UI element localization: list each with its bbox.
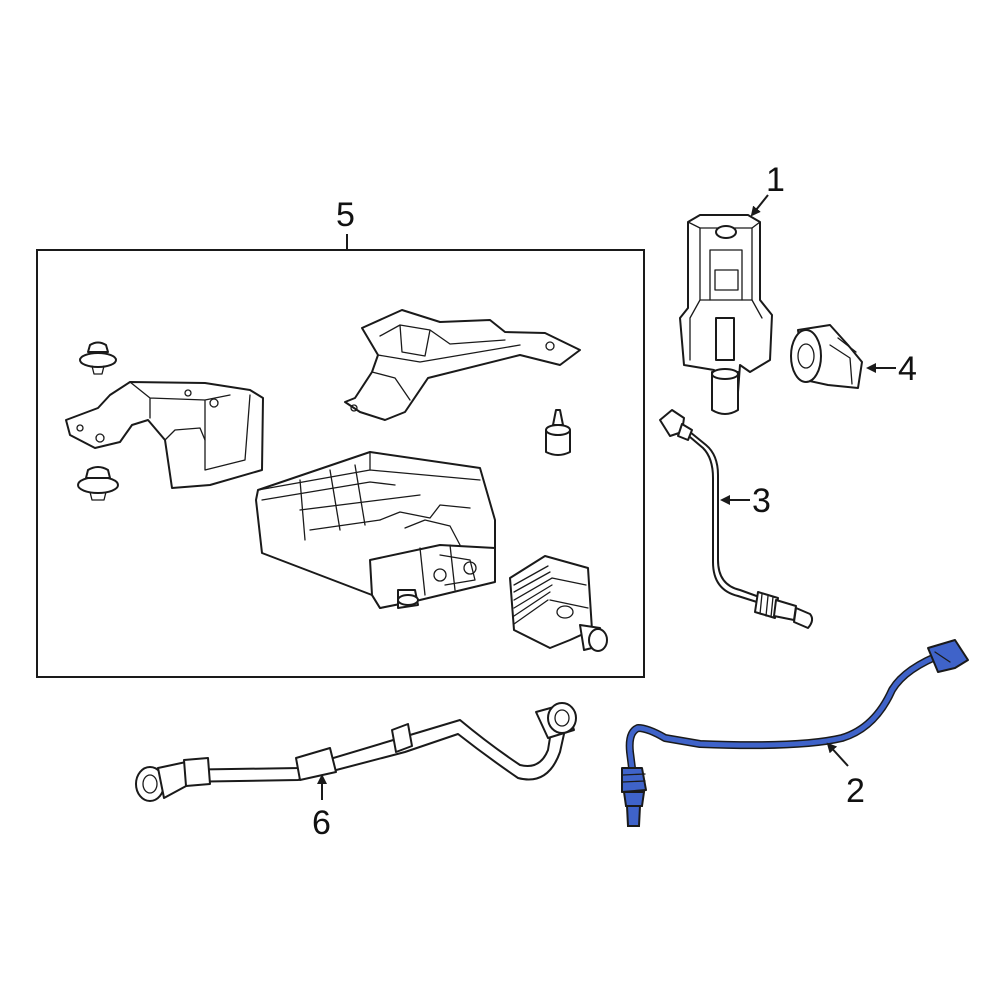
part-4-connector[interactable]: 4 bbox=[790, 324, 917, 389]
callout-5-label: 5 bbox=[336, 196, 355, 234]
callout-2-label: 2 bbox=[846, 772, 865, 810]
left-bracket bbox=[65, 381, 264, 489]
callout-1-label: 1 bbox=[766, 161, 785, 199]
part-2-oxygen-sensor-highlighted[interactable]: 2 bbox=[621, 639, 969, 827]
push-clip-upper bbox=[79, 341, 117, 375]
callout-2-arrow bbox=[826, 742, 849, 767]
callout-4-label: 4 bbox=[898, 350, 917, 388]
part-5-canister-assembly[interactable]: 5 bbox=[36, 196, 645, 678]
stud-bolt bbox=[545, 409, 571, 456]
part-3-oxygen-sensor[interactable]: 3 bbox=[659, 409, 814, 629]
callout-1-arrow bbox=[750, 194, 769, 217]
push-clip-lower bbox=[77, 466, 119, 501]
callout-6-label: 6 bbox=[312, 804, 331, 842]
upper-bracket bbox=[344, 309, 581, 421]
part-6-hose[interactable]: 6 bbox=[135, 702, 577, 842]
assembly-box bbox=[36, 249, 645, 678]
part-1-valve[interactable]: 1 bbox=[679, 161, 785, 415]
purge-valve-finned bbox=[509, 555, 608, 652]
callout-3-label: 3 bbox=[752, 482, 771, 520]
canister bbox=[255, 451, 496, 609]
